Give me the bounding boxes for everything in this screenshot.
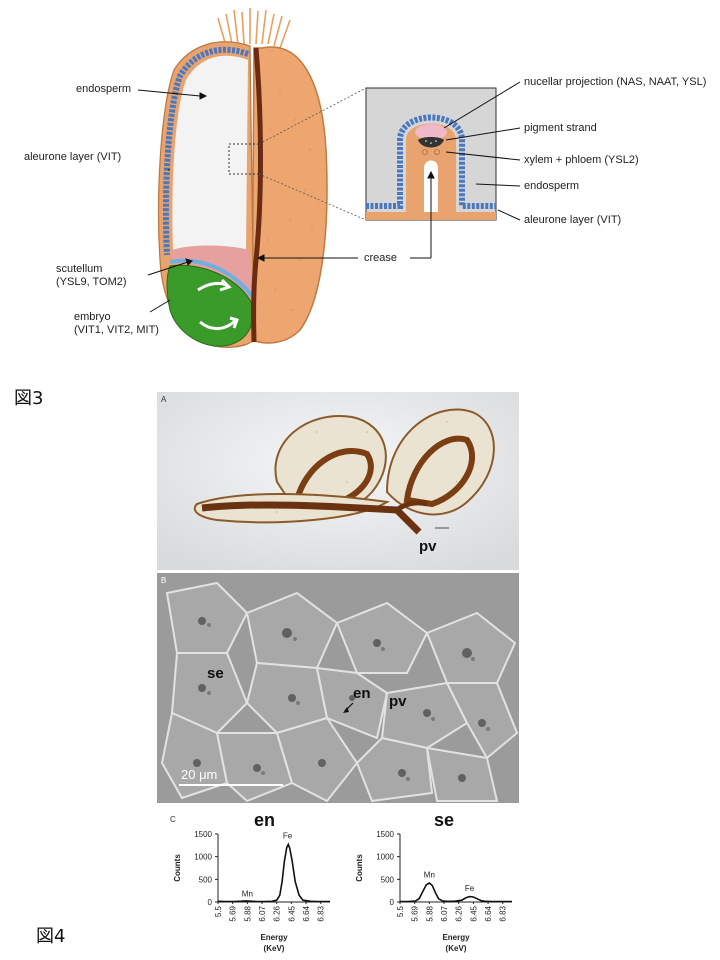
spectrum-en-xtick-label: 5.5 xyxy=(214,905,223,917)
label-embryo-genes: (VIT1, VIT2, MIT) xyxy=(74,324,159,336)
spectrum-en-axes xyxy=(217,834,330,903)
spectrum-se-ylabel: Counts xyxy=(355,854,364,882)
embryo-coleoptile xyxy=(197,278,232,292)
spectrum-en-xtick-label: 6.64 xyxy=(302,905,311,921)
spectrum-se: 0 500 1000 1500 5.5 5.69 5.88 6.07 6.26 6.45 6.64 6… xyxy=(355,830,512,953)
panel-c-letter: C xyxy=(170,815,176,824)
embryo-radicle xyxy=(199,316,239,330)
spectrum-se-ytick-label: 0 xyxy=(390,898,395,907)
aleurone-layer xyxy=(162,46,250,256)
spectrum-en: 0 500 1000 1500 5.5 5.69 5.88 6.07 6.26 6.45 6.64 6… xyxy=(173,830,331,953)
scutellum-epithelium xyxy=(169,258,254,298)
panel-b: B se en pv 20 μm xyxy=(157,573,519,803)
figure-4-caption: 図4 xyxy=(36,926,66,947)
spectrum-se-xlabel: Energy xyxy=(442,933,470,942)
grain-texture xyxy=(266,88,314,312)
panel-a: A pv xyxy=(157,392,519,570)
spectrum-se-xtick-label: 6.26 xyxy=(455,905,464,921)
figure-3-caption: 図3 xyxy=(14,388,44,409)
spectrum-se-ytick-label: 500 xyxy=(381,875,395,884)
zoom-line-top xyxy=(258,87,367,145)
spectrum-en-xtick-label: 5.88 xyxy=(243,905,252,921)
grain-brush-hairs xyxy=(217,8,291,49)
zoom-line-bottom xyxy=(258,173,367,221)
spectrum-en-ytick-label: 1000 xyxy=(194,853,212,862)
label-scutellum: scutellum xyxy=(56,263,103,275)
spectrum-en-ylabel: Counts xyxy=(173,854,182,882)
crease-line xyxy=(251,47,263,343)
spectrum-se-xlabel: (KeV) xyxy=(446,944,467,953)
panel-b-label-en: en xyxy=(353,685,371,702)
spectrum-en-xtick-label: 5.69 xyxy=(229,905,238,921)
panel-a-letter: A xyxy=(161,395,167,404)
label-scutellum-genes: (YSL9, TOM2) xyxy=(56,276,127,288)
label-nucellar: nucellar projection (NAS, NAAT, YSL) xyxy=(524,76,707,88)
panel-b-label-se: se xyxy=(207,665,224,682)
spectrum-se-series-line xyxy=(400,882,512,903)
spectrum-en-xtick-label: 6.26 xyxy=(273,905,282,921)
spectrum-en-peak-label: Fe xyxy=(283,832,293,841)
spectrum-se-title: se xyxy=(434,810,455,830)
label-embryo: embryo xyxy=(74,311,111,323)
panel-b-micrograph xyxy=(157,573,519,803)
spectrum-se-xtick-label: 6.45 xyxy=(469,905,478,921)
spectrum-en-peak-label: Mn xyxy=(242,889,253,898)
spectrum-en-title: en xyxy=(254,810,276,830)
label-aleurone: aleurone layer (VIT) xyxy=(24,151,122,163)
spectrum-en-xtick-label: 6.07 xyxy=(258,905,267,921)
spectrum-se-peak-label: Mn xyxy=(424,871,435,880)
label-pigment: pigment strand xyxy=(524,122,597,134)
panel-b-label-pv: pv xyxy=(389,693,407,710)
panel-b-letter: B xyxy=(161,576,167,585)
spectrum-se-axes xyxy=(399,834,512,903)
spectrum-en-ytick-label: 1500 xyxy=(194,830,212,839)
fig3-arrows xyxy=(137,81,521,313)
label-xylem: xylem + phloem (YSL2) xyxy=(524,154,639,166)
spectrum-se-xtick-label: 6.64 xyxy=(484,905,493,921)
spectrum-en-xtick-label: 6.83 xyxy=(317,905,326,921)
embryo xyxy=(166,264,254,347)
spectrum-en-xlabel: Energy xyxy=(260,933,288,942)
label-endosperm: endosperm xyxy=(76,83,132,95)
panel-a-label-pv: pv xyxy=(419,538,437,555)
spectrum-en-ytick-label: 0 xyxy=(208,898,213,907)
label-inset-aleurone: aleurone layer (VIT) xyxy=(524,214,622,226)
grain-pericarp-right xyxy=(251,46,328,344)
panel-a-image xyxy=(157,392,519,570)
spectrum-se-xtick-label: 5.5 xyxy=(396,905,405,917)
spectrum-en-ytick-label: 500 xyxy=(199,875,213,884)
spectrum-en-xlabel: (KeV) xyxy=(264,944,285,953)
endosperm xyxy=(172,55,248,252)
grain-diagram xyxy=(137,8,521,348)
spectrum-se-ytick-label: 1500 xyxy=(376,830,394,839)
spectrum-se-xtick-label: 6.07 xyxy=(440,905,449,921)
spectrum-se-ytick-label: 1000 xyxy=(376,853,394,862)
spectrum-en-xtick-label: 6.45 xyxy=(287,905,296,921)
zoom-box xyxy=(228,143,260,175)
spectrum-se-xtick-label: 5.69 xyxy=(411,905,420,921)
spectrum-se-xtick-label: 5.88 xyxy=(425,905,434,921)
scale-bar-label: 20 μm xyxy=(181,767,218,782)
label-crease: crease xyxy=(364,252,398,264)
spectrum-en-series-line xyxy=(217,842,331,903)
spectrum-se-peak-label: Fe xyxy=(465,884,475,893)
spectrum-se-xtick-label: 6.83 xyxy=(499,905,508,921)
label-inset-endosperm: endosperm xyxy=(524,180,580,192)
